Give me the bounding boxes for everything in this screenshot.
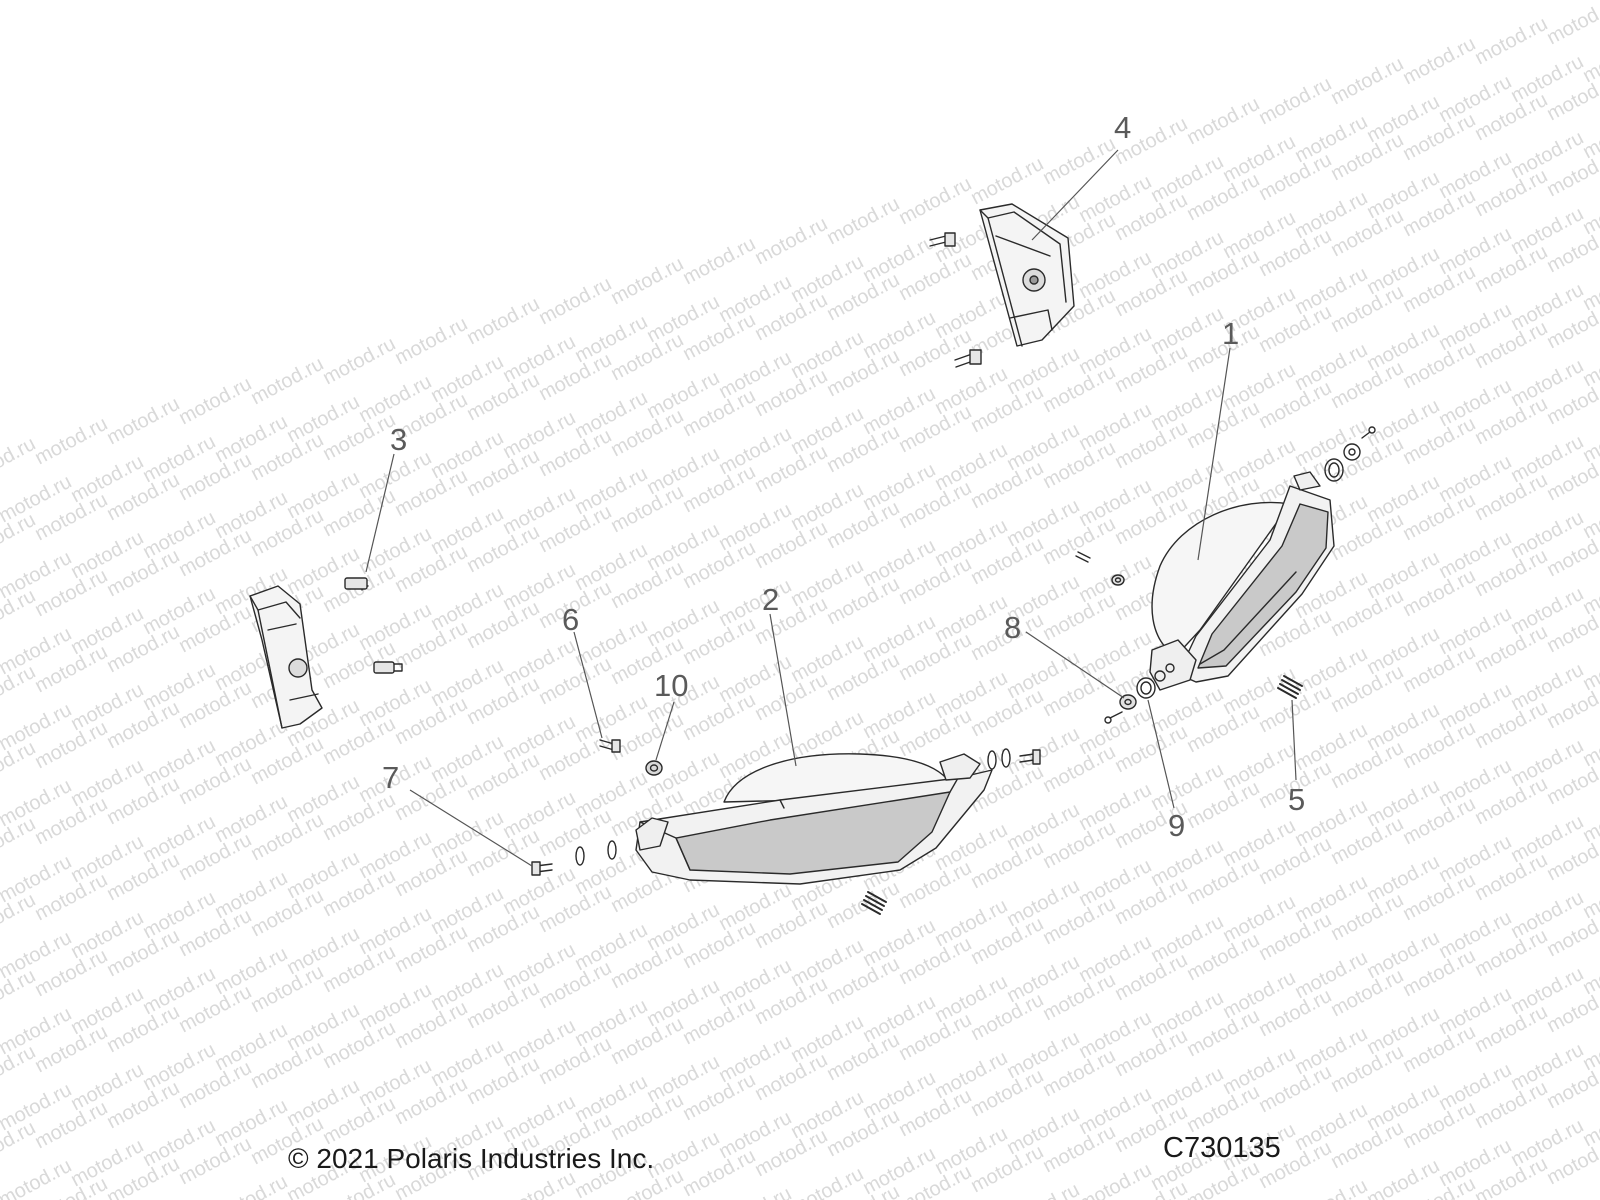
part-4-bolt-upper (929, 232, 956, 247)
part-2-left-headlight (635, 753, 993, 885)
callout-5: 5 (1288, 782, 1306, 817)
part-1-washer-top-b (1343, 443, 1361, 461)
callout-1: 1 (1222, 316, 1240, 351)
part-3-bolt-upper (344, 577, 369, 591)
part-7-screw (531, 861, 553, 876)
part-9-washer-small (1154, 670, 1166, 682)
callout-2: 2 (762, 582, 780, 617)
part-2-screw-right (1019, 749, 1041, 765)
part-1-bolt-small-left (1075, 551, 1091, 563)
part-2-oring-right-a (987, 750, 997, 770)
part-4-bolt-lower (954, 349, 982, 368)
callout-10: 10 (654, 668, 689, 703)
leader-8 (1025, 631, 1125, 699)
callout-9: 9 (1168, 808, 1186, 843)
part-10-nut (645, 760, 663, 776)
drawing-code: C730135 (1163, 1132, 1281, 1164)
part-1-washer-top-a (1324, 458, 1344, 482)
callout-4: 4 (1114, 110, 1132, 145)
part-3-bracket (249, 585, 323, 729)
part-7-oring-a (575, 846, 585, 866)
part-1-screw-top (1361, 426, 1376, 439)
leader-4 (1031, 149, 1119, 241)
part-2-oring-right-b (1001, 748, 1011, 768)
part-1-washer-left (1111, 574, 1125, 586)
part-8-screw (1104, 711, 1123, 724)
leader-6 (573, 631, 603, 739)
part-6-screw (599, 739, 621, 753)
leader-7 (409, 789, 533, 867)
part-7-oring-b (607, 840, 617, 860)
leader-1 (1197, 347, 1231, 561)
callout-8: 8 (1004, 610, 1022, 645)
leader-5 (1291, 699, 1297, 781)
callout-7: 7 (382, 760, 400, 795)
part-4-bracket (979, 203, 1075, 347)
part-8-washer (1119, 694, 1137, 710)
callout-6: 6 (562, 602, 580, 637)
part-5-spring-left (861, 891, 887, 915)
part-3-bolt-lower (373, 661, 403, 674)
leader-2 (769, 613, 797, 767)
part-1-right-headlight (1149, 471, 1335, 691)
callout-3: 3 (390, 422, 408, 457)
leader-10 (655, 701, 675, 761)
part-5-spring-right (1277, 675, 1303, 699)
copyright-notice: © 2021 Polaris Industries Inc. (288, 1143, 655, 1174)
part-9-oring (1136, 677, 1156, 699)
leader-3 (365, 453, 395, 573)
leader-9 (1147, 699, 1175, 809)
